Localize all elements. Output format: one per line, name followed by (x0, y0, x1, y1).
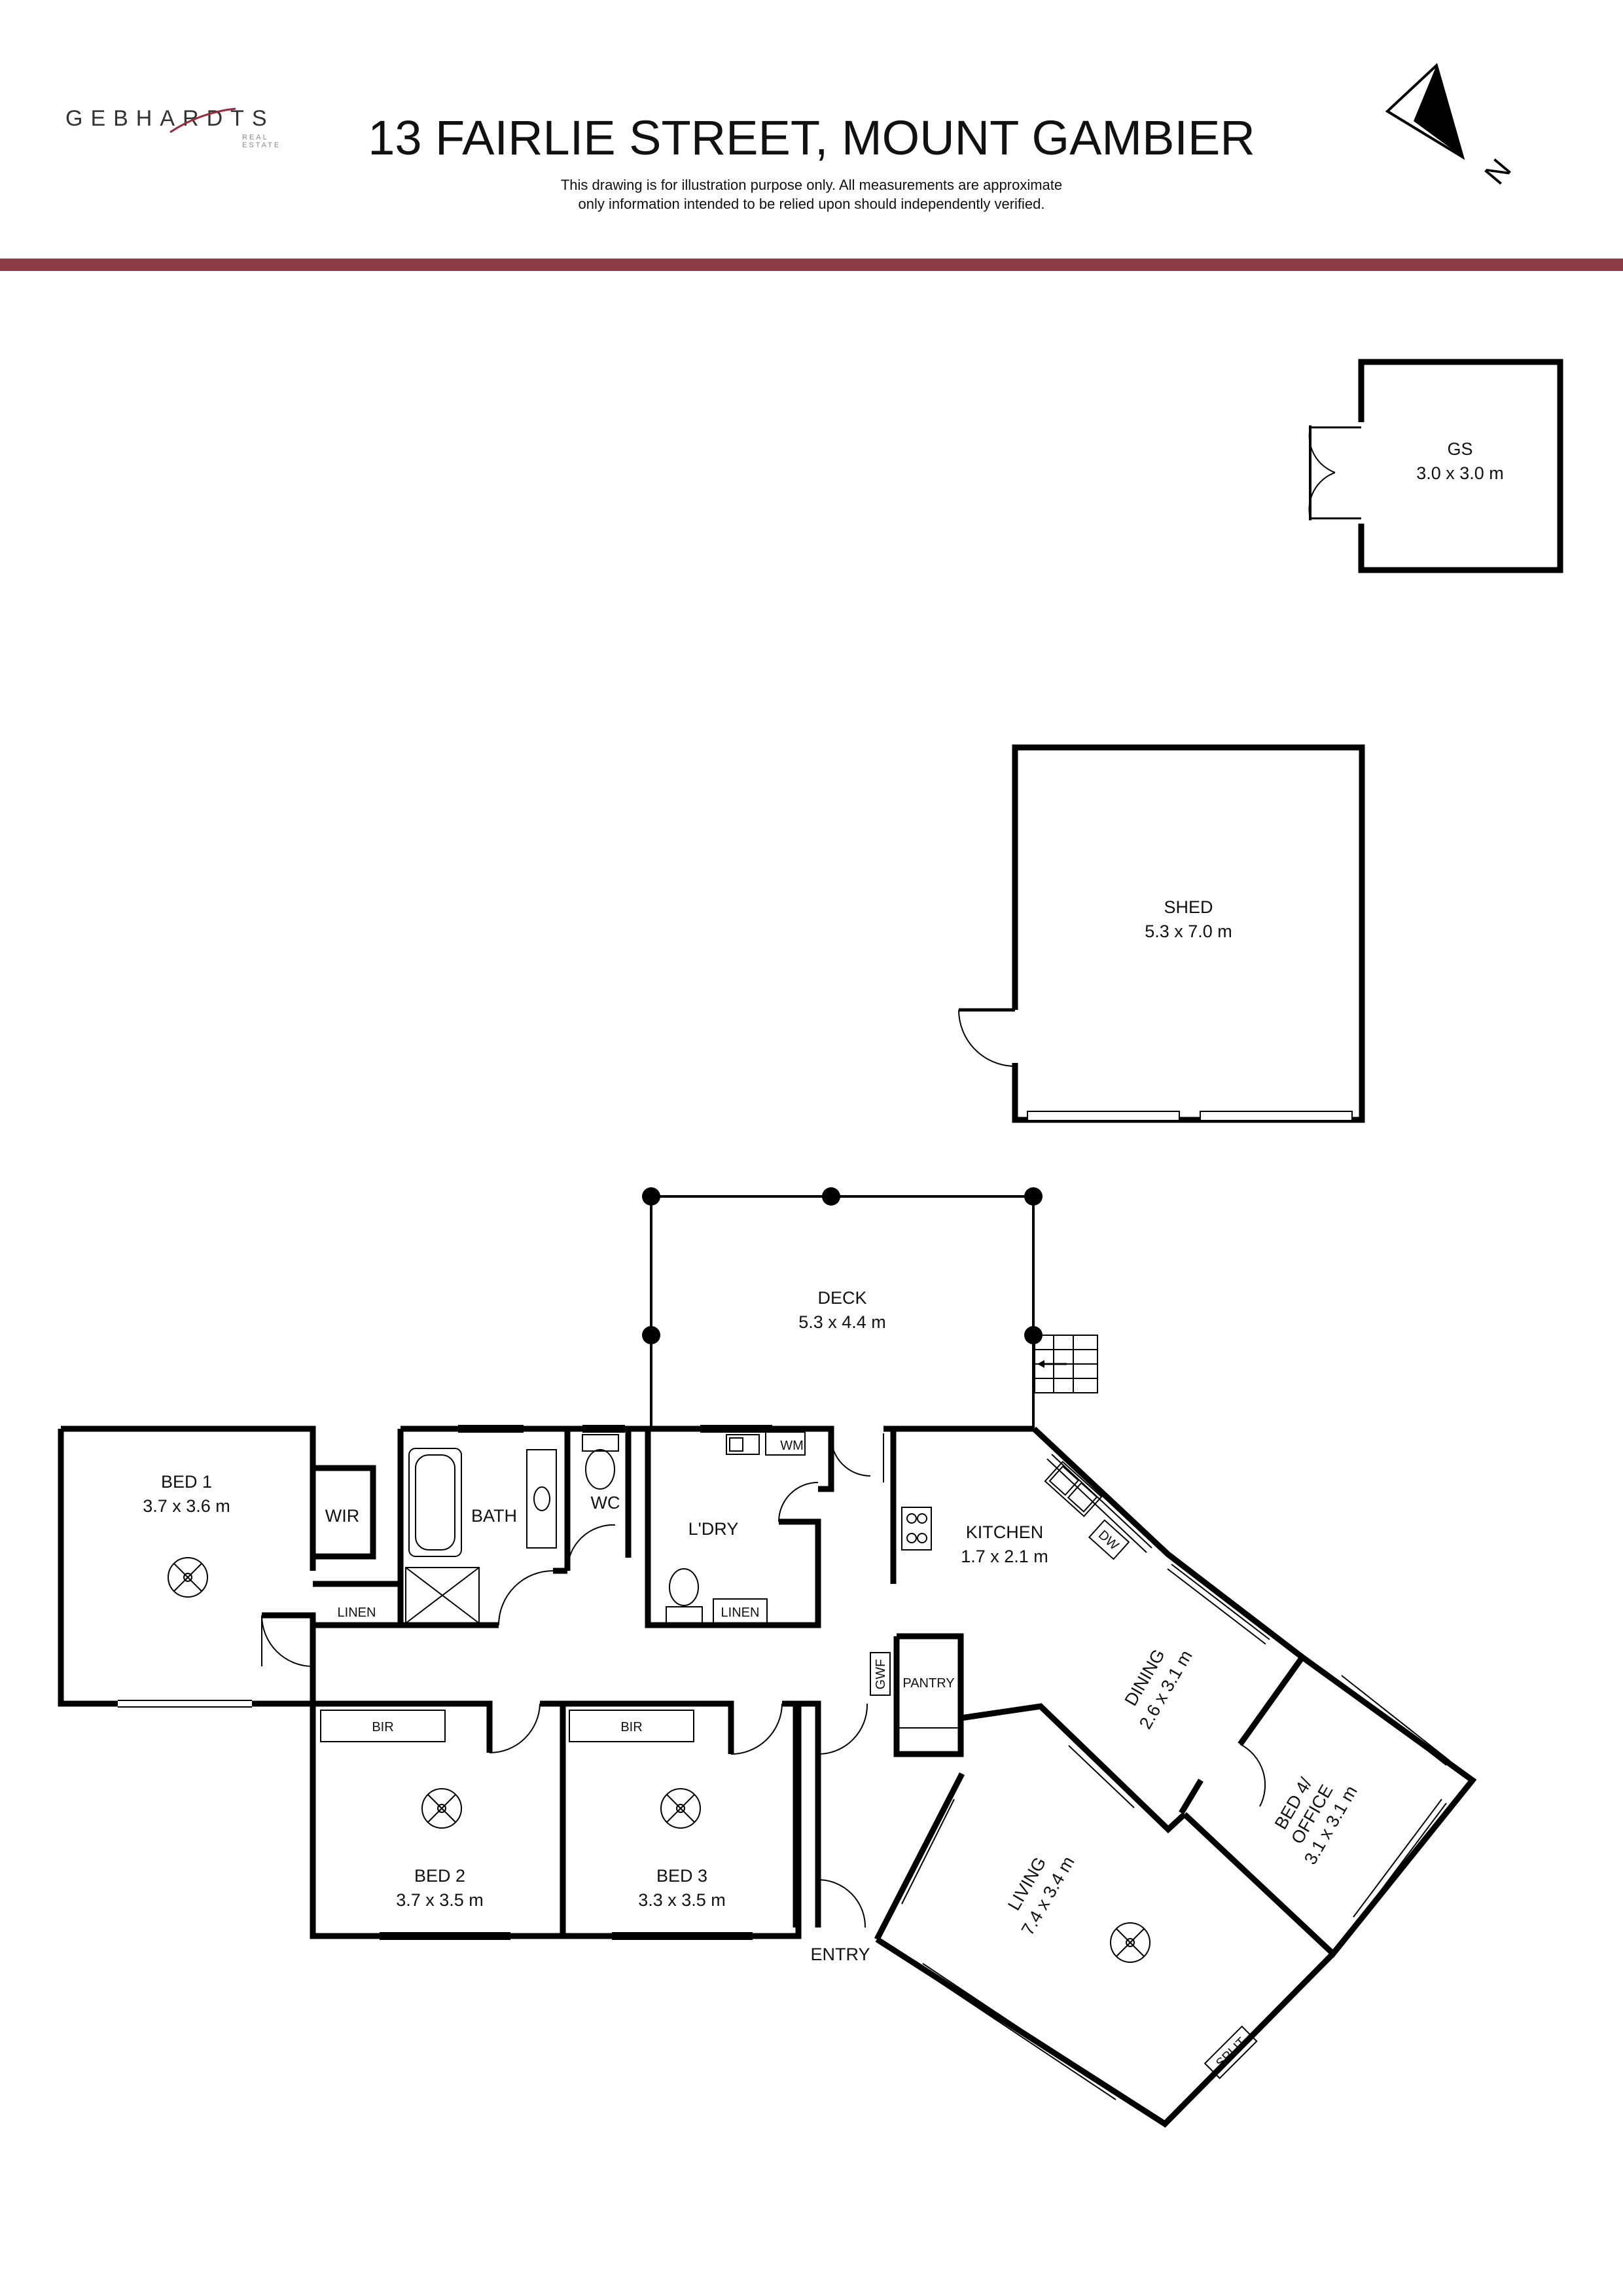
room-wc-name: WC (591, 1493, 620, 1513)
room-shed: SHED 5.3 x 7.0 m (958, 744, 1365, 1123)
room-dining-label: DINING 2.6 x 3.1 m (1121, 1646, 1196, 1732)
room-deck: DECK 5.3 x 4.4 m (642, 1187, 1098, 1428)
house-walls (58, 1426, 1477, 2128)
fixture-bir-1: BIR (372, 1720, 393, 1734)
page-title: 13 FAIRLIE STREET, MOUNT GAMBIER (368, 111, 1255, 165)
accent-band (0, 259, 1623, 271)
north-compass-icon: N (1385, 63, 1518, 190)
logo-subtext: REAL ESTATE (242, 134, 281, 149)
room-bed4-label: BED 4/ OFFICE 3.1 x 3.1 m (1271, 1774, 1361, 1868)
room-shed-size: 5.3 x 7.0 m (1145, 922, 1232, 941)
room-gs-size: 3.0 x 3.0 m (1416, 463, 1504, 483)
disclaimer-line-1: This drawing is for illustration purpose… (560, 177, 1063, 193)
room-bed1-name: BED 1 (161, 1472, 212, 1492)
fixture-linen-1: LINEN (338, 1605, 376, 1620)
room-pantry-name: PANTRY (902, 1676, 954, 1691)
logo-swoosh-icon (169, 107, 236, 134)
brand-logo: GEBHARDTS REAL ESTATE (65, 106, 294, 152)
room-deck-size: 5.3 x 4.4 m (798, 1312, 886, 1332)
room-living-label: LIVING 7.4 x 3.4 m (1004, 1853, 1079, 1939)
doors (261, 1433, 1266, 1928)
room-kitchen-name: KITCHEN (966, 1522, 1044, 1542)
ceiling-fan-bed1 (168, 1557, 208, 1598)
room-wir-name: WIR (325, 1506, 359, 1526)
fixture-bir-2: BIR (620, 1720, 642, 1734)
room-bed3-name: BED 3 (656, 1866, 707, 1886)
room-bed1-size: 3.7 x 3.6 m (143, 1496, 230, 1516)
header: GEBHARDTS REAL ESTATE 13 FAIRLIE STREET,… (0, 0, 1623, 271)
fixtures (168, 1431, 1258, 2079)
logo-text: GEBHARDTS (65, 106, 275, 131)
ceiling-fan-bed3 (660, 1788, 701, 1829)
compass-needle (1414, 65, 1463, 157)
disclaimer-line-2: only information intended to be relied u… (578, 196, 1045, 212)
fixture-linen-2: LINEN (721, 1605, 760, 1620)
fixture-wm: WM (780, 1439, 804, 1453)
room-ldry-name: L'DRY (688, 1519, 739, 1539)
room-bath-name: BATH (471, 1506, 517, 1526)
room-bed3-size: 3.3 x 3.5 m (638, 1890, 726, 1910)
windows (118, 1425, 1450, 2100)
fixture-split: SPLIT (1213, 2035, 1249, 2071)
room-kitchen-size: 1.7 x 2.1 m (961, 1547, 1048, 1566)
room-shed-name: SHED (1164, 897, 1213, 917)
room-bed2-name: BED 2 (414, 1866, 465, 1886)
room-entry-name: ENTRY (810, 1945, 870, 1964)
ceiling-fan-bed2 (421, 1788, 462, 1829)
room-gs: GS 3.0 x 3.0 m (1308, 359, 1563, 573)
room-bed2-size: 3.7 x 3.5 m (396, 1890, 484, 1910)
room-gs-name: GS (1447, 439, 1472, 459)
fixture-gwf: GWF (874, 1659, 888, 1690)
room-deck-name: DECK (817, 1288, 866, 1308)
ceiling-fan-living (1110, 1922, 1150, 1963)
deck-steps (1034, 1335, 1098, 1393)
